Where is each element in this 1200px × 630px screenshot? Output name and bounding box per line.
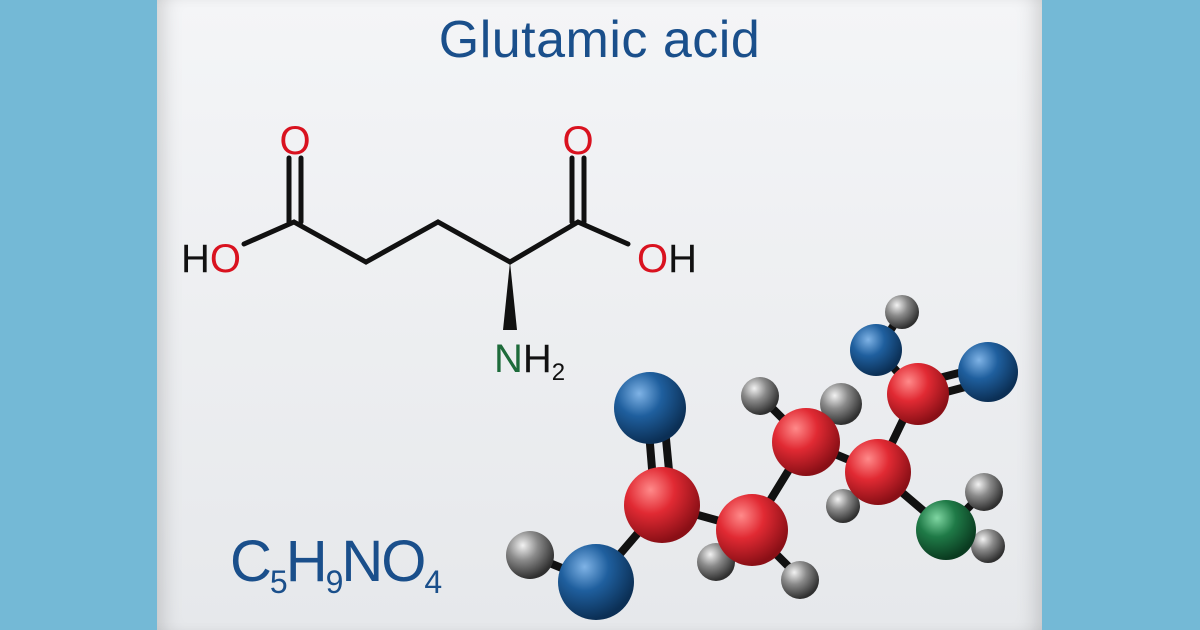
- page-title: Glutamic acid: [438, 11, 761, 69]
- amine-label: NH2: [494, 337, 565, 386]
- carbon-atom: [624, 467, 700, 543]
- hydrogen-atom: [820, 383, 862, 425]
- carbon-atom: [887, 363, 949, 425]
- hydrogen-atom: [506, 531, 554, 579]
- oxygen-atom: [850, 324, 902, 376]
- hydrogen-atom: [965, 473, 1003, 511]
- hydroxyl-right-label: OH: [637, 237, 697, 281]
- hydrogen-atom: [971, 529, 1005, 563]
- bond-lines: [241, 219, 631, 265]
- oxygen-atom: [614, 372, 686, 444]
- wedge-bond: [503, 262, 517, 330]
- nitrogen-atom: [916, 500, 976, 560]
- formula-element: H: [285, 529, 328, 594]
- formula-subscript: 9: [325, 564, 344, 600]
- formula-element: O: [381, 529, 426, 594]
- oxygen-atom: [958, 342, 1018, 402]
- carbon-atom: [845, 439, 911, 505]
- oxygen-top-left-label: O: [279, 119, 310, 163]
- hydrogen-atom: [781, 561, 819, 599]
- formula-subscript: 4: [424, 564, 442, 600]
- molecular-formula: C5H9NO4: [230, 528, 442, 601]
- formula-subscript: 5: [269, 564, 288, 600]
- oxygen-top-right-label: O: [562, 119, 593, 163]
- oxygen-atom: [558, 544, 634, 620]
- hydroxyl-left-label: HO: [181, 237, 241, 281]
- hydrogen-atom: [826, 489, 860, 523]
- carbon-atom: [772, 408, 840, 476]
- skeletal-formula: [241, 155, 631, 265]
- hydrogen-atom: [885, 295, 919, 329]
- hydrogen-atom: [741, 377, 779, 415]
- carbon-atom: [716, 494, 788, 566]
- formula-element: N: [341, 529, 383, 594]
- formula-element: C: [230, 529, 272, 594]
- ball-stick-atoms: [506, 295, 1018, 620]
